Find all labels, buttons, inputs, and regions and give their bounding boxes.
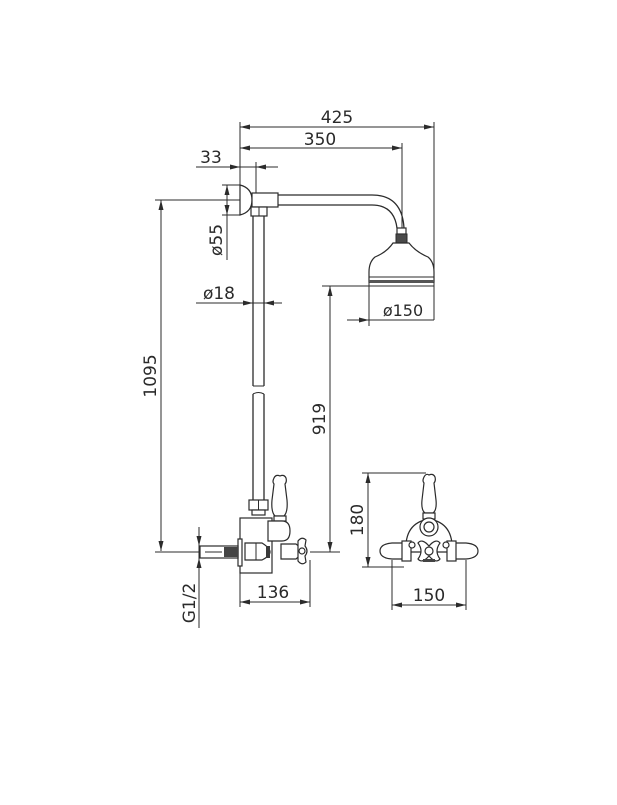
dimension-label-flange-diameter: ø55	[207, 224, 227, 256]
dimension-label-inlet-thread: G1/2	[180, 583, 200, 624]
dimension-valve-width: 150	[391, 560, 467, 610]
dimension-425: 425	[239, 108, 435, 320]
riser-pipe	[248, 206, 269, 516]
dimension-label-33: 33	[200, 148, 222, 168]
dimension-label-head-diameter: ø150	[383, 301, 423, 320]
dimension-inlet-thread: G1/2	[180, 527, 202, 628]
dimension-label-riser-diameter: ø18	[203, 284, 235, 304]
dimension-valve-projection: 136	[239, 560, 311, 607]
dimension-label-valve-height: 180	[348, 504, 368, 536]
dimension-label-valve-projection: 136	[257, 583, 289, 603]
dimension-flange-diameter: ø55	[207, 184, 240, 260]
valve-side-view	[199, 474, 308, 574]
dimension-label-total-height: 1095	[141, 354, 161, 397]
dimension-label-valve-to-head: 919	[310, 403, 330, 435]
valve-front-view	[379, 473, 479, 562]
dimension-riser-diameter: ø18	[196, 284, 282, 306]
dimension-head-diameter: ø150	[347, 288, 434, 326]
dimension-label-valve-width: 150	[413, 586, 445, 606]
dimension-valve-height: 180	[348, 472, 426, 568]
shower-head	[368, 242, 435, 288]
dimension-label-350: 350	[304, 130, 336, 150]
dimension-total-height: 1095	[141, 199, 240, 553]
dimension-33: 33	[196, 148, 278, 198]
dimension-350: 350	[240, 130, 403, 230]
dimension-valve-to-head: 919	[310, 285, 369, 553]
dimension-label-425: 425	[321, 108, 353, 128]
